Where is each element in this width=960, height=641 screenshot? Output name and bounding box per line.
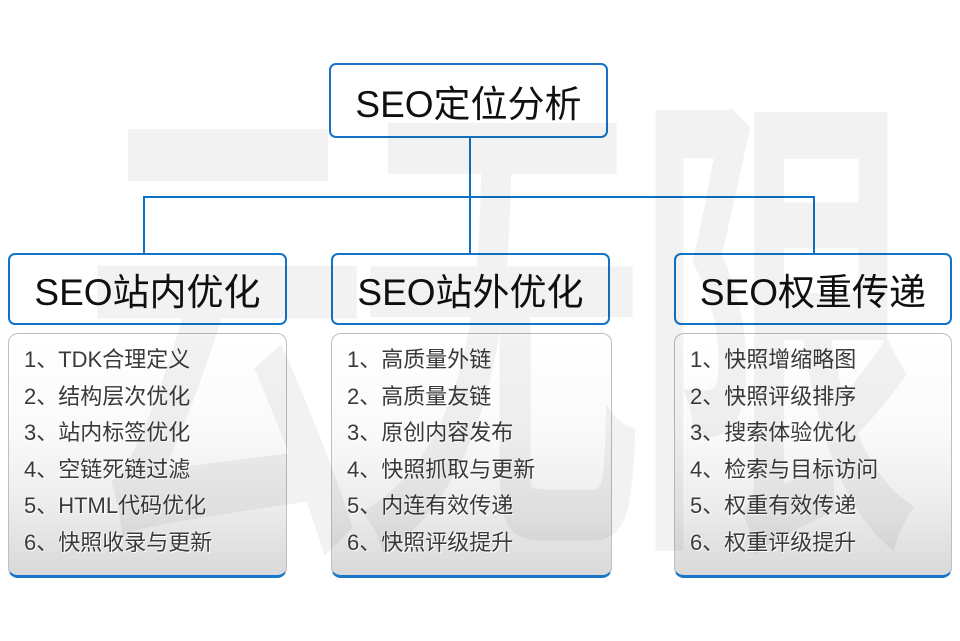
list-item: 3、站内标签优化 — [24, 420, 191, 445]
connector-drop-left — [143, 197, 145, 254]
list-item: 4、空链死链过滤 — [24, 456, 191, 482]
list-item: 3、搜索体验优化 — [690, 420, 857, 445]
connector-drop-right — [813, 197, 815, 254]
list-item: 1、快照增缩略图 — [690, 347, 857, 372]
list-item: 4、检索与目标访问 — [690, 456, 879, 482]
list-item: 2、结构层次优化 — [24, 383, 191, 409]
branch-title: SEO站外优化 — [357, 272, 584, 313]
connector-drop-center — [469, 197, 471, 254]
list-item: 1、TDK合理定义 — [24, 347, 191, 372]
root-node-title: SEO定位分析 — [355, 83, 582, 125]
branch-node-onsite: SEO站内优化 — [8, 253, 287, 325]
list-item: 4、快照抓取与更新 — [347, 456, 536, 482]
list-item: 5、内连有效传递 — [347, 493, 514, 518]
list-item: 1、高质量外链 — [347, 347, 492, 372]
list-item: 3、原创内容发布 — [347, 420, 514, 445]
connector-root-vertical — [469, 137, 471, 197]
list-item: 6、权重评级提升 — [690, 529, 857, 555]
list-panel-offsite: 1、高质量外链 2、高质量友链 3、原创内容发布 4、快照抓取与更新 5、内连有… — [331, 333, 612, 578]
list-item: 2、快照评级排序 — [690, 383, 857, 409]
branch-title: SEO站内优化 — [34, 272, 261, 313]
list-item: 6、快照收录与更新 — [24, 529, 213, 555]
list-panel-onsite: 1、TDK合理定义 2、结构层次优化 3、站内标签优化 4、空链死链过滤 5、H… — [8, 333, 287, 578]
branch-title: SEO权重传递 — [699, 272, 927, 313]
connector-horizontal — [143, 196, 815, 198]
list-item: 6、快照评级提升 — [347, 529, 514, 555]
list-item: 5、权重有效传递 — [690, 493, 857, 518]
branch-node-weight: SEO权重传递 — [674, 253, 952, 325]
list-item: 5、HTML代码优化 — [24, 493, 207, 518]
branch-node-offsite: SEO站外优化 — [331, 253, 610, 325]
root-node: SEO定位分析 — [329, 63, 608, 138]
list-item: 2、高质量友链 — [347, 383, 492, 409]
list-panel-weight: 1、快照增缩略图 2、快照评级排序 3、搜索体验优化 4、检索与目标访问 5、权… — [674, 333, 952, 578]
